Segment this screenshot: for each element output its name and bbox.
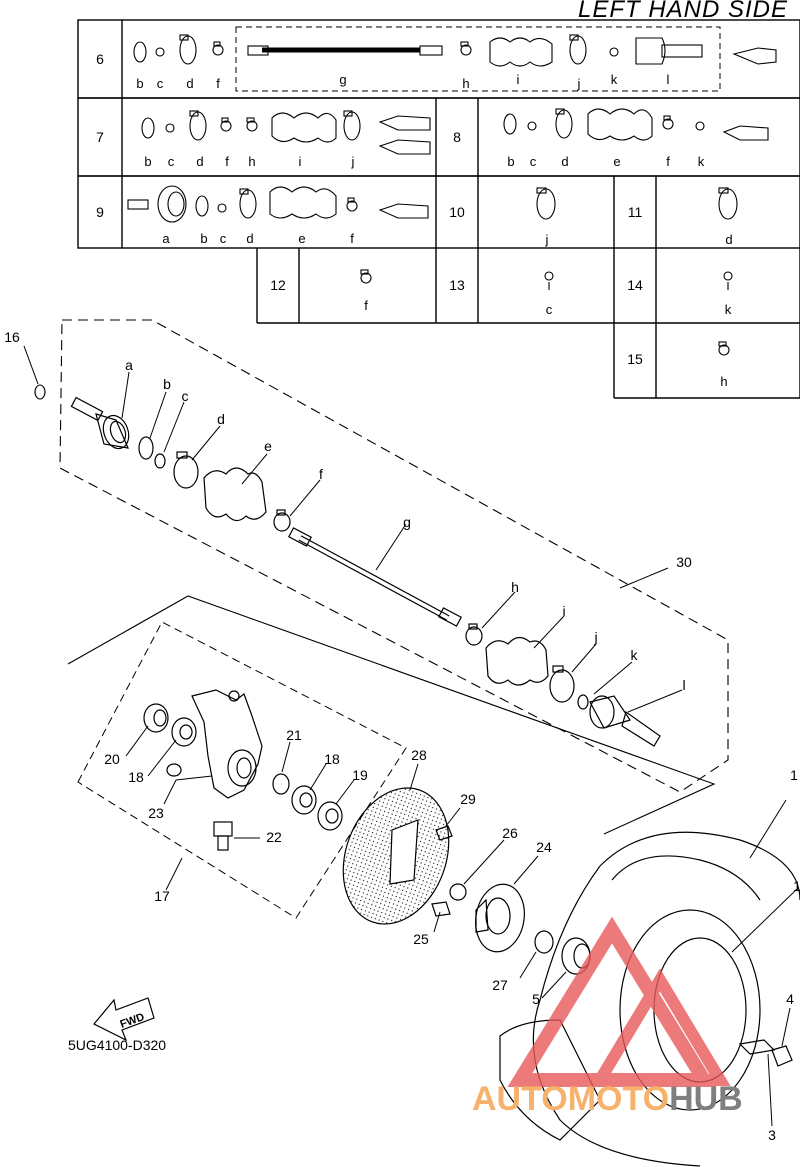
kit-row-9-label-c: c	[220, 231, 227, 246]
kit-number-10: 10	[449, 204, 465, 220]
kit-row-9-label-f: f	[350, 231, 354, 246]
knuckle-parts	[143, 689, 343, 851]
callout-4: 4	[786, 991, 794, 1007]
callout-26: 26	[502, 825, 518, 841]
kit-row-6-label-f: f	[216, 76, 220, 91]
kit-row-7-label-b: b	[144, 154, 151, 169]
kit-row-7-label-j: j	[351, 154, 355, 169]
callout-1: 1	[790, 767, 798, 783]
callout-22: 22	[266, 829, 282, 845]
brand-part-1: AUTOMOTO	[472, 1080, 670, 1118]
diagram-code: 5UG4100-D320	[68, 1037, 167, 1053]
kit-row-7-label-h: h	[248, 154, 255, 169]
knuckle-group-outline	[67, 595, 716, 835]
kit-row-11-label-d: d	[725, 232, 732, 247]
callout-3: 3	[768, 1127, 776, 1143]
kit-number-14: 14	[627, 277, 643, 293]
callout-23: 23	[148, 805, 164, 821]
kit-number-12: 12	[270, 277, 286, 293]
kit-row-6-label-h: h	[462, 76, 469, 91]
callout-27: 27	[492, 977, 508, 993]
kit-row-6-parts	[133, 34, 777, 67]
shaft-label-d: d	[217, 411, 225, 427]
page-title: LEFT HAND SIDE	[577, 0, 788, 23]
kit-number-9: 9	[96, 204, 104, 220]
kit-row-14-label-k: k	[725, 302, 732, 317]
callout-18b: 18	[324, 751, 340, 767]
kit-row-7-label-i: i	[299, 154, 302, 169]
kit-row-9-parts	[127, 185, 429, 223]
kit-row-8-label-k: k	[698, 154, 705, 169]
kit-row-7-label-d: d	[196, 154, 203, 169]
shaft-label-l: l	[682, 677, 685, 693]
callout-1b: 1	[793, 878, 800, 894]
callout-21: 21	[286, 727, 302, 743]
shaft-label-j: j	[593, 629, 597, 645]
callout-18: 18	[128, 769, 144, 785]
knuckle-assembly-outline	[77, 621, 407, 919]
shaft-label-k: k	[631, 647, 639, 663]
kit-row-6-label-j: j	[577, 76, 581, 91]
kit-number-15: 15	[627, 351, 643, 367]
kit-row-8-label-b: b	[507, 154, 514, 169]
callout-20: 20	[104, 751, 120, 767]
kit-row-8-label-c: c	[530, 154, 537, 169]
kit-number-11: 11	[628, 204, 643, 220]
callout-24: 24	[536, 839, 552, 855]
kit-row-12-label-f: f	[364, 298, 368, 313]
kit-row-6-label-i: i	[517, 72, 520, 87]
callout-29: 29	[460, 791, 476, 807]
kit-row-8-label-f: f	[666, 154, 670, 169]
callout-17: 17	[154, 888, 170, 904]
kit-row-7-label-c: c	[168, 154, 175, 169]
fwd-arrow-icon: FWD	[93, 997, 155, 1042]
kit-row-7-label-f: f	[225, 154, 229, 169]
shaft-label-h: h	[511, 579, 519, 595]
kit-row-6-label-k: k	[611, 72, 618, 87]
callout-19: 19	[352, 767, 368, 783]
callout-28: 28	[411, 747, 427, 763]
kit-number-6: 6	[96, 51, 104, 67]
shaft-label-g: g	[403, 514, 411, 530]
kit-row-7-parts	[141, 110, 431, 155]
shaft-label-i: i	[562, 603, 565, 619]
kit-row-6-label-b: b	[136, 76, 143, 91]
kit-row-6-label-l: l	[667, 72, 670, 87]
kit-row-15-label-h: h	[720, 374, 727, 389]
shaft-label-a: a	[125, 357, 133, 373]
kit-row-9-label-b: b	[200, 231, 207, 246]
shaft-label-e: e	[264, 438, 272, 454]
kit-number-13: 13	[449, 277, 465, 293]
callout-5: 5	[532, 991, 540, 1007]
callout-30: 30	[676, 554, 692, 570]
drive-shaft-parts	[70, 396, 661, 747]
kit-row-13-label-c: c	[546, 302, 553, 317]
kit-row-6-label-c: c	[157, 76, 164, 91]
kit-row-9-label-a: a	[162, 231, 170, 246]
shaft-label-f: f	[319, 466, 323, 482]
kit-row-6-label-d: d	[186, 76, 193, 91]
brand-part-2: HUB	[669, 1080, 743, 1118]
kit-single-parts	[360, 187, 738, 356]
shaft-label-c: c	[182, 388, 189, 404]
kit-number-8: 8	[453, 129, 461, 145]
shaft-label-b: b	[163, 376, 171, 392]
kit-row-10-label-j: j	[545, 232, 549, 247]
kit-row-9-label-d: d	[246, 231, 253, 246]
watermark-logo-icon	[507, 916, 731, 1087]
kit-number-7: 7	[96, 129, 104, 145]
shaft-group-outline	[59, 319, 729, 793]
part-16-clip	[34, 384, 46, 400]
brake-hub-parts	[342, 787, 591, 975]
kit-table	[77, 19, 800, 399]
kit-row-9-label-e: e	[298, 231, 305, 246]
kit-row-6-label-g: g	[339, 72, 346, 87]
kit-row-8-label-e: e	[613, 154, 620, 169]
kit-row-8-label-d: d	[561, 154, 568, 169]
watermark-brand: AUTOMOTOHUB	[472, 1080, 743, 1119]
callout-16: 16	[4, 329, 20, 345]
callout-25: 25	[413, 931, 429, 947]
kit-row-8-parts	[503, 108, 769, 141]
